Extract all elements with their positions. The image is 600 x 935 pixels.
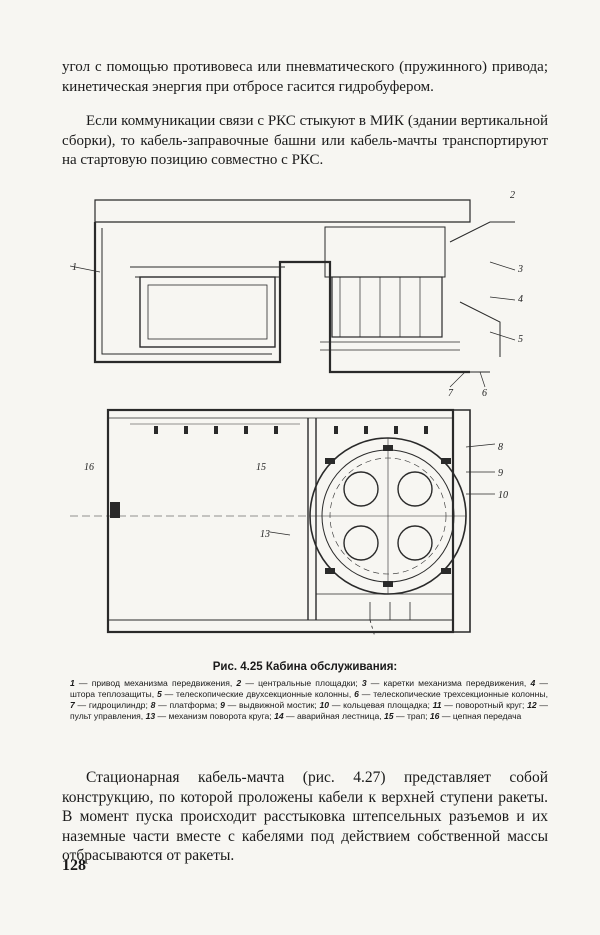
figure-label-3: 3 xyxy=(517,264,523,275)
legend-item: 5 — телескопические двухсекционные колон… xyxy=(156,689,352,699)
legend-item: 11 — поворотный круг; xyxy=(432,700,525,710)
legend-item: 12 — пульт управления, xyxy=(70,700,549,721)
legend-item: 13 — механизм поворота круга; xyxy=(145,711,272,721)
legend-item: 14 — аварийная лестница, xyxy=(274,711,382,721)
legend-item: 3 — каретки механизма передвижения, xyxy=(361,678,527,688)
legend-item: 15 — трап; xyxy=(384,711,428,721)
figure-legend: 1 — привод механизма передвижения, 2 — ц… xyxy=(70,678,548,722)
page-number: 128 xyxy=(62,857,86,874)
legend-item: 8 — платформа; xyxy=(150,700,218,710)
figure-label-8: 8 xyxy=(498,442,503,453)
legend-item: 6 — телескопические трехсекционные колон… xyxy=(354,689,548,699)
legend-item: 7 — гидроцилиндр; xyxy=(70,700,148,710)
figure-drawing: 1 2 3 4 5 6 7 8 9 10 13 15 16 xyxy=(70,190,523,638)
figure-label-10: 10 xyxy=(498,490,508,501)
legend-item: 2 — центральные площадки; xyxy=(236,678,358,688)
legend-item: 10 — кольцевая площадка; xyxy=(319,700,430,710)
figure-service-cabin: 1 2 3 4 5 6 7 8 9 10 13 15 16 xyxy=(70,182,550,652)
figure-label-4: 4 xyxy=(518,294,523,305)
paragraph-stationary-mast: Стационарная кабель-мачта (рис. 4.27) пр… xyxy=(62,769,548,864)
paragraph-communications: Если коммуникации связи с РКС стыкуют в … xyxy=(62,113,548,168)
paragraph-continuation: угол с помощью противовеса или пневматич… xyxy=(62,59,548,95)
legend-item: 9 — выдвижной мостик; xyxy=(220,700,317,710)
figure-label-5: 5 xyxy=(518,334,523,345)
legend-item: 1 — привод механизма передвижения, xyxy=(70,678,233,688)
legend-item: 16 — цепная передача xyxy=(429,711,522,721)
figure-label-13: 13 xyxy=(260,529,270,540)
figure-label-1: 1 xyxy=(72,262,77,273)
figure-label-15: 15 xyxy=(256,462,266,473)
figure-label-6: 6 xyxy=(482,388,487,399)
figure-label-2: 2 xyxy=(510,190,515,201)
legend-item: 4 — штора теплозащиты, xyxy=(70,678,548,699)
figure-label-16: 16 xyxy=(84,462,94,473)
figure-label-9: 9 xyxy=(498,468,503,479)
figure-caption-title: Рис. 4.25 Кабина обслуживания: xyxy=(212,661,398,673)
figure-label-7: 7 xyxy=(448,388,454,399)
